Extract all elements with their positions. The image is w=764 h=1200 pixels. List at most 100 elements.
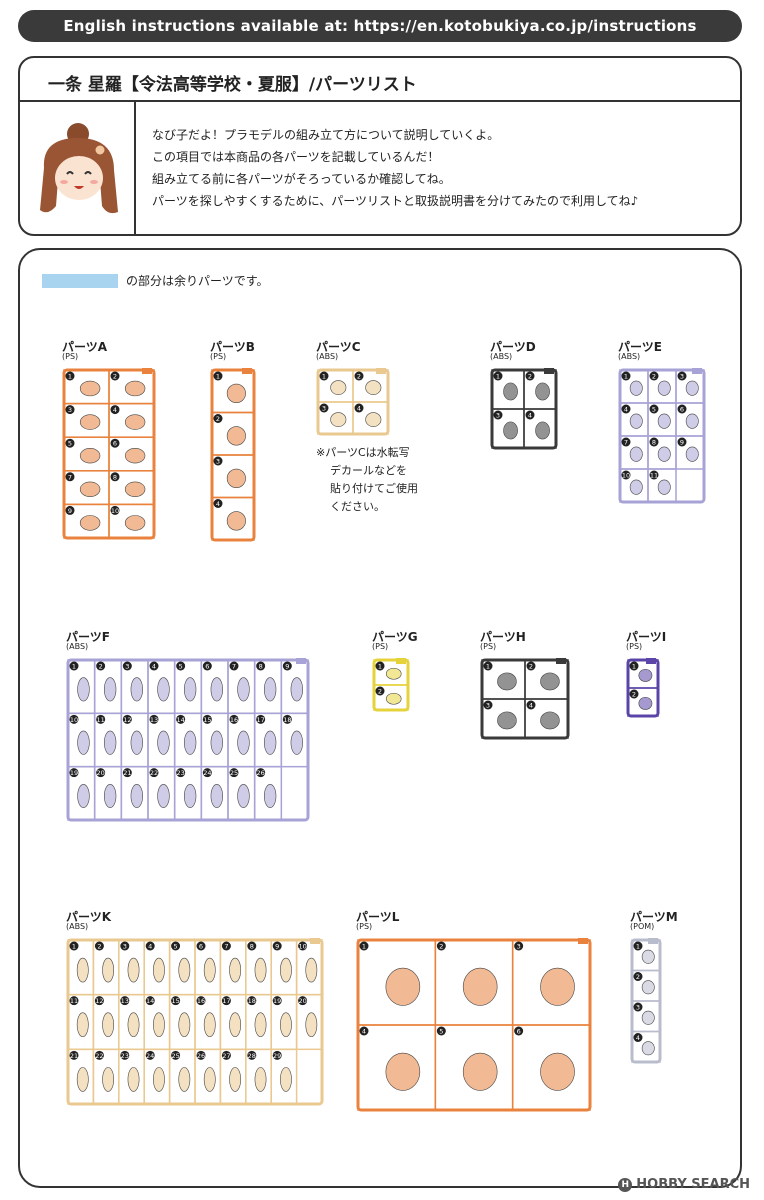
part-material: (PS)	[480, 642, 497, 651]
piece-number: 10	[111, 507, 119, 515]
piece-shape	[237, 730, 250, 755]
piece-shape	[77, 677, 90, 702]
piece-number: 28	[248, 1052, 256, 1060]
part-material: (ABS)	[316, 352, 339, 361]
piece-number-badge	[69, 996, 79, 1006]
part-name: パーツC	[316, 340, 361, 354]
piece-number: 4	[216, 500, 220, 508]
piece-number: 4	[529, 702, 533, 710]
piece-number: 18	[283, 716, 291, 724]
piece-number-badge	[247, 1050, 257, 1060]
piece-shape	[657, 479, 671, 495]
page-title: 一条 星羅【令法高等学校・夏服】/パーツリスト	[48, 75, 417, 95]
piece-number-badge	[621, 404, 631, 414]
piece-shape	[210, 730, 223, 755]
piece-shape	[103, 730, 117, 755]
piece-shape	[157, 783, 170, 809]
piece-number-badge	[145, 941, 155, 951]
piece-number-badge	[65, 438, 75, 448]
piece-shape	[497, 711, 517, 730]
piece-number: 1	[72, 943, 76, 951]
piece-shape	[540, 711, 560, 730]
piece-shape	[124, 515, 146, 531]
piece-shape	[497, 672, 517, 691]
piece-shape	[330, 412, 347, 427]
piece-number-badge	[493, 410, 503, 420]
part-name: パーツL	[356, 910, 400, 924]
piece-number: 1	[632, 663, 636, 671]
piece-number: 7	[624, 439, 628, 447]
piece-number-badge	[229, 768, 239, 778]
piece-shape	[210, 783, 223, 809]
piece-number: 19	[273, 997, 281, 1005]
piece-shape	[641, 980, 655, 995]
piece-shape	[203, 957, 216, 983]
runner-cell	[352, 401, 389, 435]
piece-shape	[385, 1052, 421, 1091]
piece-number: 11	[650, 472, 658, 480]
piece-number: 7	[224, 943, 228, 951]
part-name: パーツH	[480, 630, 526, 644]
runner-cell	[511, 1024, 591, 1111]
piece-number-badge	[213, 414, 223, 423]
piece-number-badge	[633, 972, 643, 981]
piece-number: 3	[216, 458, 220, 466]
piece-number-badge	[359, 941, 369, 951]
piece-number-badge	[149, 714, 159, 724]
piece-number-badge	[145, 1050, 155, 1060]
piece-number-badge	[110, 438, 120, 448]
piece-number-badge	[247, 996, 257, 1006]
piece-number-badge	[94, 941, 104, 951]
piece-number: 7	[68, 473, 72, 481]
piece-number-badge	[196, 941, 206, 951]
piece-shape	[503, 421, 518, 440]
piece-number: 19	[70, 769, 78, 777]
piece-number-badge	[629, 661, 639, 671]
runner-cell	[675, 435, 705, 470]
note-line: デカールなどを	[330, 464, 407, 477]
part-name: パーツD	[490, 340, 536, 354]
piece-number: 16	[230, 716, 238, 724]
piece-number-badge	[110, 472, 120, 482]
piece-number: 27	[222, 1052, 230, 1060]
runner-cell	[108, 503, 155, 539]
piece-shape	[153, 1012, 165, 1038]
piece-shape	[254, 1067, 267, 1092]
piece-shape	[540, 672, 560, 691]
hobby-search-watermark: H HOBBY SEARCH	[618, 1177, 750, 1192]
piece-number: 13	[121, 997, 129, 1005]
piece-number: 6	[205, 663, 209, 671]
piece-shape	[130, 783, 143, 809]
piece-shape	[124, 414, 146, 430]
piece-number: 6	[199, 943, 203, 951]
piece-number-badge	[621, 437, 631, 447]
piece-number: 4	[148, 943, 152, 951]
runner-cell	[295, 993, 323, 1051]
piece-number-badge	[65, 505, 75, 515]
runner-letter-tab	[544, 368, 554, 374]
piece-number-badge	[272, 996, 282, 1006]
piece-number-badge	[69, 714, 79, 724]
piece-shape	[641, 949, 655, 964]
piece-number-badge	[525, 371, 535, 381]
piece-shape	[226, 511, 246, 531]
part-material: (PS)	[356, 922, 373, 931]
piece-number-badge	[629, 689, 639, 699]
header-panel: 一条 星羅【令法高等学校・夏服】/パーツリスト なび子だよ！プラモデルの組み立て…	[18, 56, 742, 236]
piece-shape	[124, 380, 146, 397]
piece-number: 2	[632, 691, 636, 699]
runner-cell	[523, 408, 557, 449]
piece-shape	[127, 957, 140, 983]
piece-number: 1	[362, 943, 366, 951]
piece-number: 5	[174, 943, 178, 951]
piece-number-badge	[649, 437, 659, 447]
piece-number-badge	[221, 941, 231, 951]
piece-number: 16	[197, 997, 205, 1005]
piece-shape	[290, 730, 303, 755]
piece-number-badge	[282, 661, 292, 671]
piece-number-badge	[221, 996, 231, 1006]
piece-number-badge	[436, 941, 446, 951]
